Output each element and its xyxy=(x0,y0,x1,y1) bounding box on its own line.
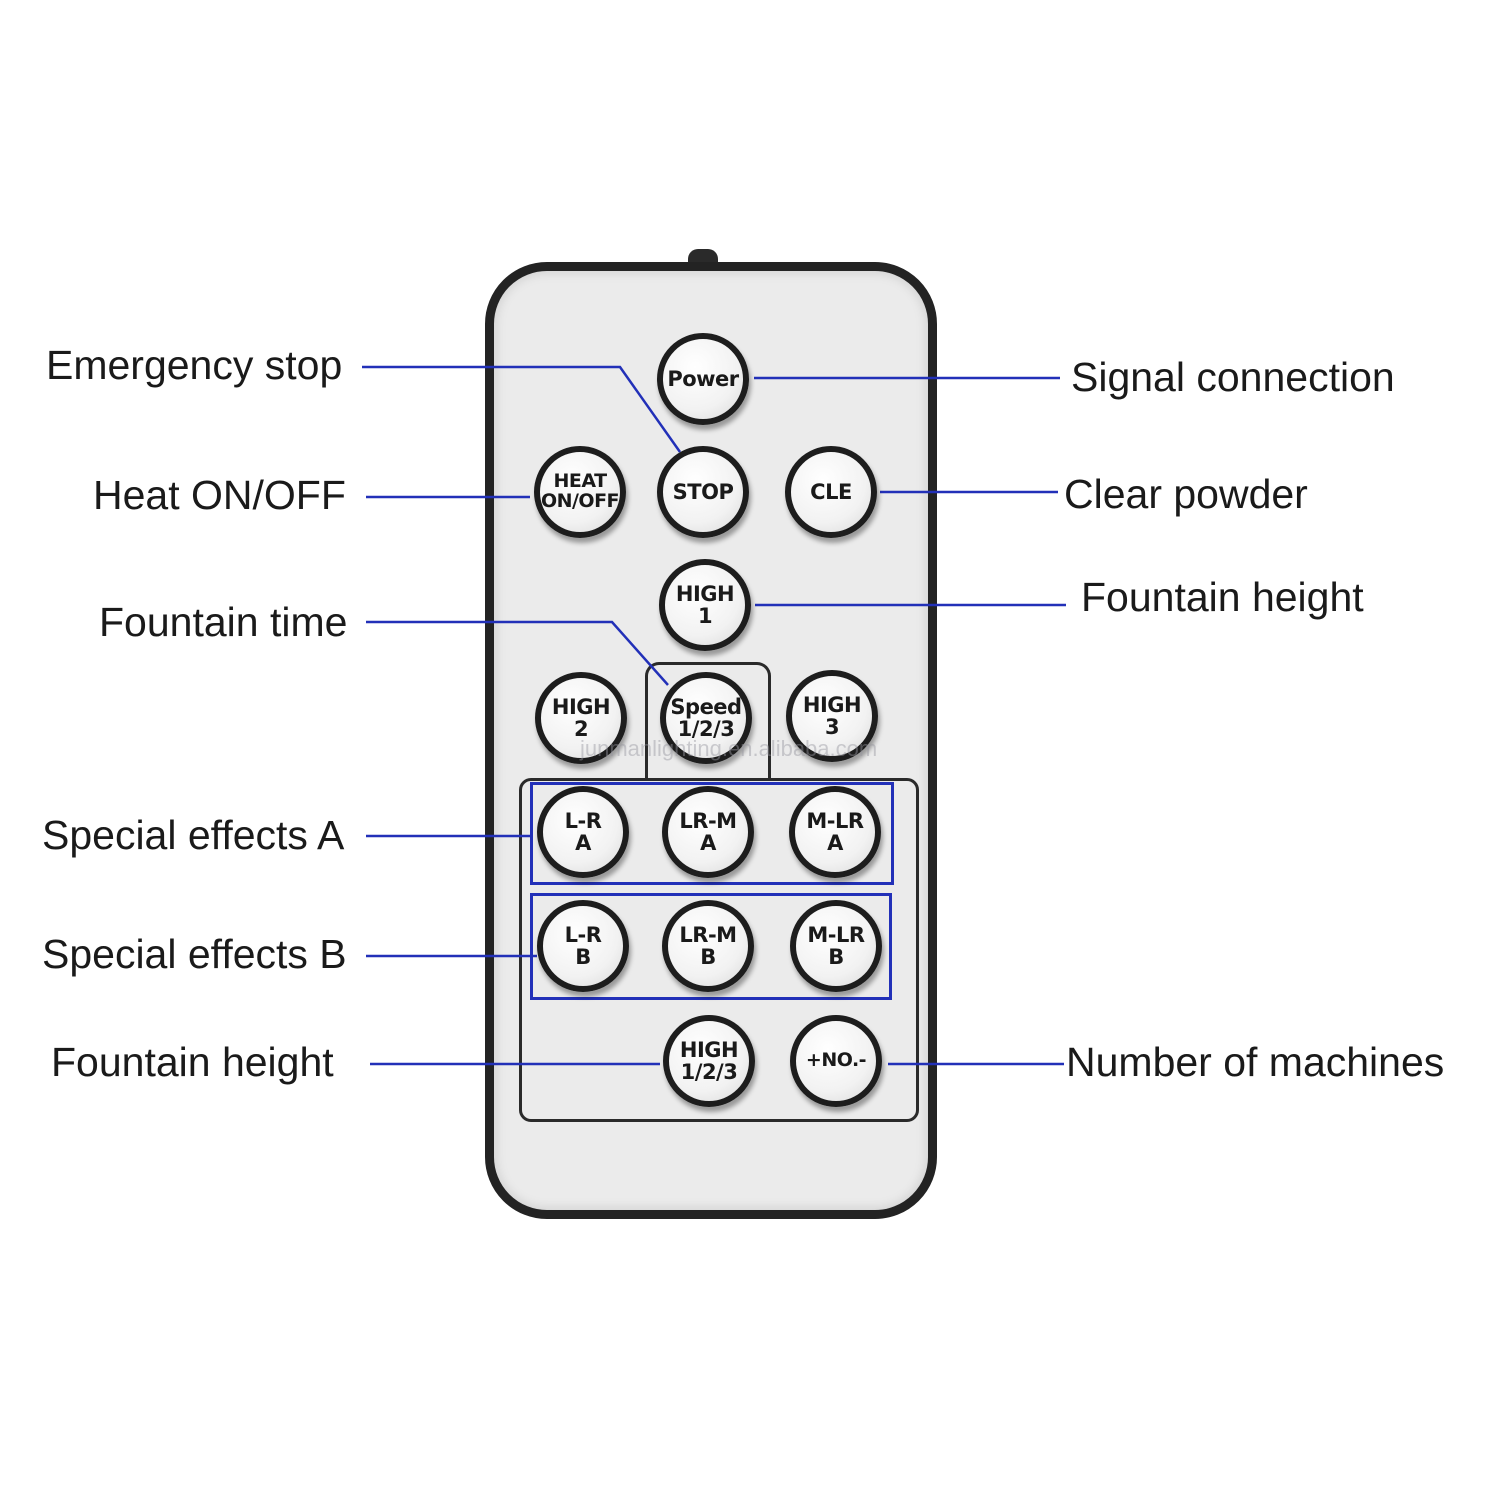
mlr-b-button[interactable]: M-LR B xyxy=(790,900,882,992)
high-2-button[interactable]: HIGH 2 xyxy=(535,672,627,764)
power-button[interactable]: Power xyxy=(657,333,749,425)
label-clear-powder: Clear powder xyxy=(1064,471,1308,517)
special-effects-b-group-frame xyxy=(530,893,892,1000)
high-1-2-3-button[interactable]: HIGH 1/2/3 xyxy=(663,1015,755,1107)
lr-b-button[interactable]: L-R B xyxy=(537,900,629,992)
special-effects-a-group-frame xyxy=(530,782,894,885)
label-heat-on-off: Heat ON/OFF xyxy=(93,472,346,518)
lower-button-panel xyxy=(519,778,919,1122)
lrm-a-button[interactable]: LR-M A xyxy=(662,786,754,878)
label-fountain-time: Fountain time xyxy=(99,599,348,645)
label-fountain-height-left: Fountain height xyxy=(51,1039,334,1085)
heat-on-off-button[interactable]: HEAT ON/OFF xyxy=(534,446,626,538)
speed-button[interactable]: Speed 1/2/3 xyxy=(660,672,752,764)
high-1-button[interactable]: HIGH 1 xyxy=(659,559,751,651)
lrm-b-button[interactable]: LR-M B xyxy=(662,900,754,992)
label-emergency-stop: Emergency stop xyxy=(46,342,343,388)
speed-button-frame xyxy=(645,662,771,778)
leader-fountain-time xyxy=(366,620,669,686)
number-of-machines-button[interactable]: +NO.- xyxy=(790,1015,882,1107)
mlr-a-button[interactable]: M-LR A xyxy=(789,786,881,878)
label-number-of-machines: Number of machines xyxy=(1066,1039,1445,1085)
leader-emergency-stop xyxy=(362,365,682,453)
watermark-text: junmanlighting.en.alibaba.com xyxy=(580,736,878,761)
label-special-effects-b: Special effects B xyxy=(42,931,347,977)
clear-powder-button[interactable]: CLE xyxy=(785,446,877,538)
lr-a-button[interactable]: L-R A xyxy=(537,786,629,878)
label-fountain-height-right: Fountain height xyxy=(1081,574,1364,620)
high-3-button[interactable]: HIGH 3 xyxy=(786,670,878,762)
label-special-effects-a: Special effects A xyxy=(42,812,345,858)
label-signal-connection: Signal connection xyxy=(1071,354,1395,400)
stop-button[interactable]: STOP xyxy=(657,446,749,538)
